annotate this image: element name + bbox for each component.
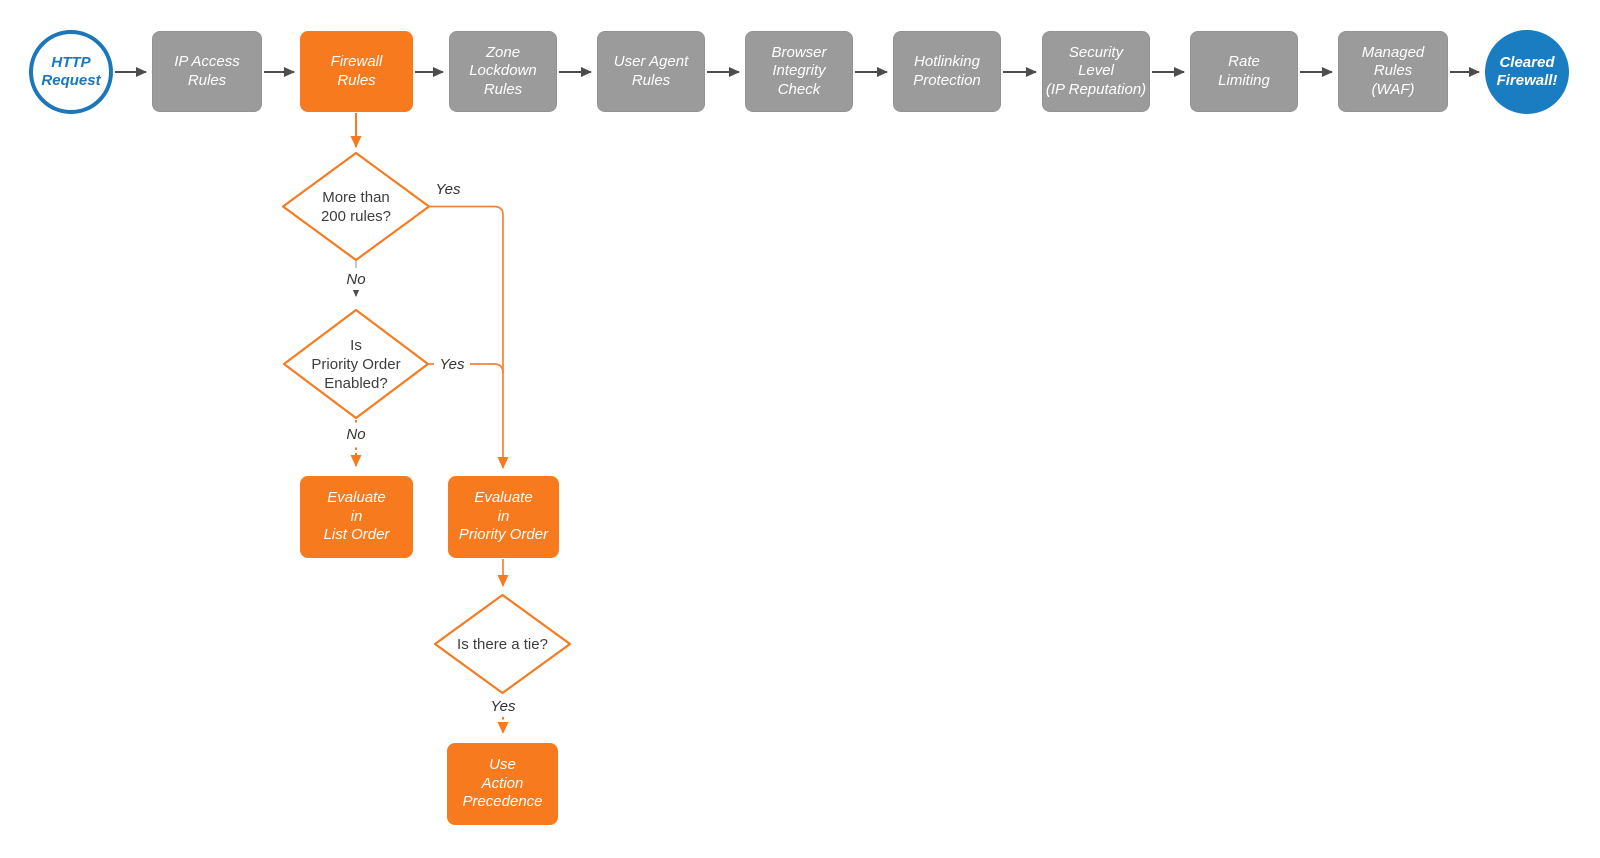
edge-label-yes-priority-enabled: Yes — [434, 353, 470, 375]
http-request-label: HTTP Request — [41, 53, 101, 90]
node-security-level: Security Level (IP Reputation) — [1042, 31, 1150, 112]
managed-rules-waf-label: Managed Rules (WAF) — [1361, 43, 1425, 98]
hotlinking-protection-label: Hotlinking Protection — [913, 53, 981, 89]
cleared-firewall-label: Cleared Firewall! — [1496, 53, 1558, 90]
node-evaluate-in-list-order: Evaluate in List Order — [300, 476, 413, 558]
diamond-more-than-200-rules — [281, 151, 431, 262]
connector-yes1-to-priority-order — [430, 205, 509, 469]
decision-priority-order-enabled-text: Is Priority Order Enabled? — [311, 336, 401, 392]
node-http-request: HTTP Request — [29, 30, 113, 114]
node-browser-integrity-check: Browser Integrity Check — [745, 31, 853, 112]
node-evaluate-in-priority-order: Evaluate in Priority Order — [448, 476, 559, 558]
diamond-is-there-a-tie — [433, 593, 572, 695]
firewall-rules-label: Firewall Rules — [330, 53, 383, 89]
node-ip-access-rules: IP Access Rules — [152, 31, 262, 112]
decision-more-than-200-rules-text: More than 200 rules? — [320, 188, 392, 225]
decision-is-there-a-tie-text: Is there a tie? — [457, 635, 548, 653]
edge-label-yes-200-rules: Yes — [435, 180, 461, 198]
evaluate-in-list-order-label: Evaluate in List Order — [323, 489, 390, 544]
security-level-label: Security Level (IP Reputation) — [1045, 43, 1147, 98]
edge-label-no-priority-enabled: No — [340, 423, 372, 445]
node-rate-limiting: Rate Limiting — [1190, 31, 1298, 112]
connector-yes2-join — [429, 363, 504, 374]
user-agent-rules-label: User Agent Rules — [613, 53, 689, 89]
browser-integrity-check-label: Browser Integrity Check — [771, 43, 827, 98]
node-hotlinking-protection: Hotlinking Protection — [893, 31, 1001, 112]
node-use-action-precedence: Use Action Precedence — [447, 743, 558, 825]
diamond-priority-order-enabled — [282, 308, 430, 420]
use-action-precedence-label: Use Action Precedence — [462, 756, 543, 811]
edge-label-no-200-rules: No — [340, 268, 372, 290]
evaluate-in-priority-order-label: Evaluate in Priority Order — [458, 489, 549, 544]
edge-label-yes-tie: Yes — [485, 695, 521, 717]
node-user-agent-rules: User Agent Rules — [597, 31, 705, 112]
node-managed-rules-waf: Managed Rules (WAF) — [1338, 31, 1448, 112]
rate-limiting-label: Rate Limiting — [1218, 53, 1270, 89]
node-firewall-rules: Firewall Rules — [300, 31, 413, 112]
node-zone-lockdown-rules: Zone Lockdown Rules — [449, 31, 557, 112]
zone-lockdown-rules-label: Zone Lockdown Rules — [469, 43, 537, 98]
node-cleared-firewall: Cleared Firewall! — [1485, 30, 1569, 114]
ip-access-rules-label: IP Access Rules — [174, 53, 240, 89]
